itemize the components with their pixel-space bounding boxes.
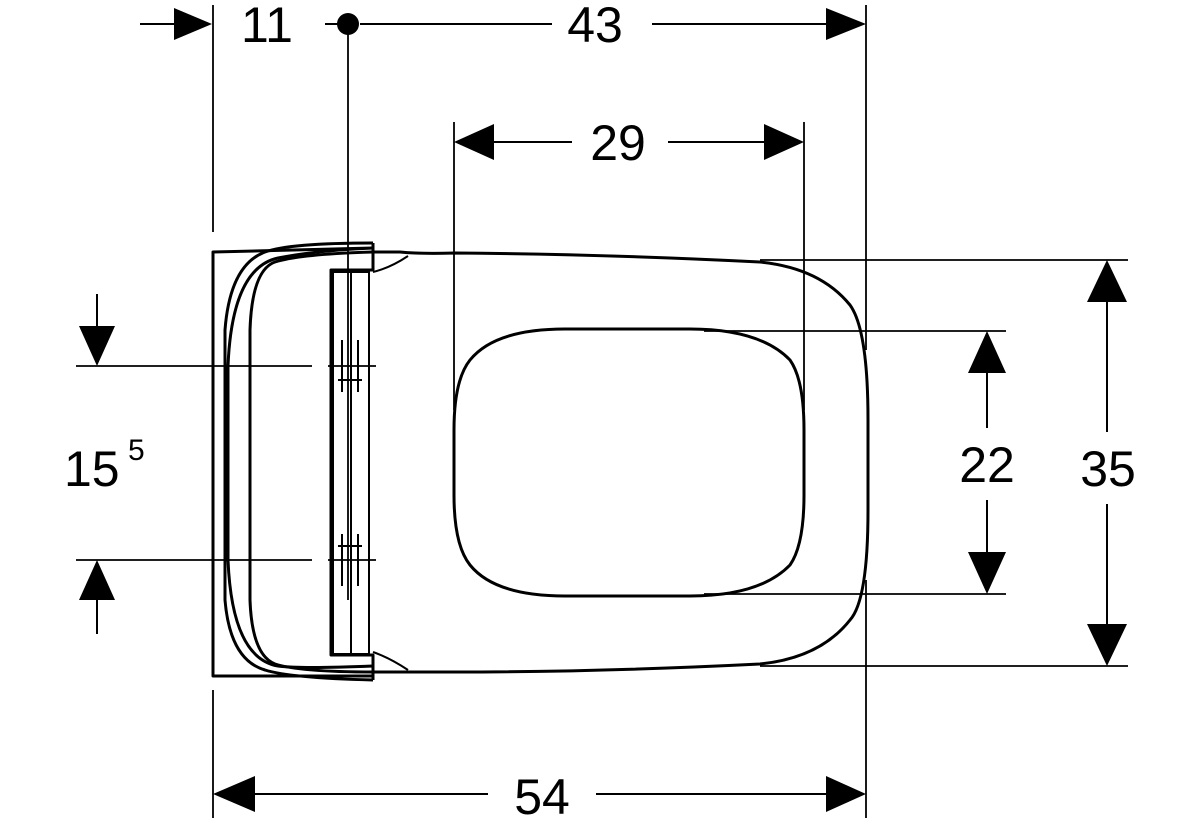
dimension-label-11: 11 bbox=[241, 0, 293, 53]
dimension-15-5: 15 5 bbox=[64, 294, 145, 634]
fixing-bolt-lower bbox=[338, 534, 362, 586]
fixing-bolt-upper bbox=[338, 340, 362, 392]
outlet-centre-point bbox=[337, 13, 359, 35]
dimension-29: 29 bbox=[454, 115, 804, 171]
dimension-54: 54 bbox=[213, 769, 866, 821]
dimension-35: 35 bbox=[1080, 260, 1136, 666]
dimension-label-35: 35 bbox=[1080, 441, 1136, 497]
dimension-label-29: 29 bbox=[590, 115, 646, 171]
dimension-label-54: 54 bbox=[514, 769, 570, 821]
dimension-label-15: 15 bbox=[64, 441, 120, 497]
dimension-43: 43 bbox=[360, 0, 866, 53]
dimension-label-15-superscript: 5 bbox=[128, 434, 145, 467]
toilet-outline bbox=[211, 241, 870, 682]
dimension-11: 11 bbox=[140, 0, 340, 53]
extension-lines bbox=[76, 5, 1128, 818]
dimension-label-22: 22 bbox=[959, 437, 1015, 493]
dimension-22: 22 bbox=[959, 331, 1015, 594]
dimension-label-43: 43 bbox=[567, 0, 623, 53]
